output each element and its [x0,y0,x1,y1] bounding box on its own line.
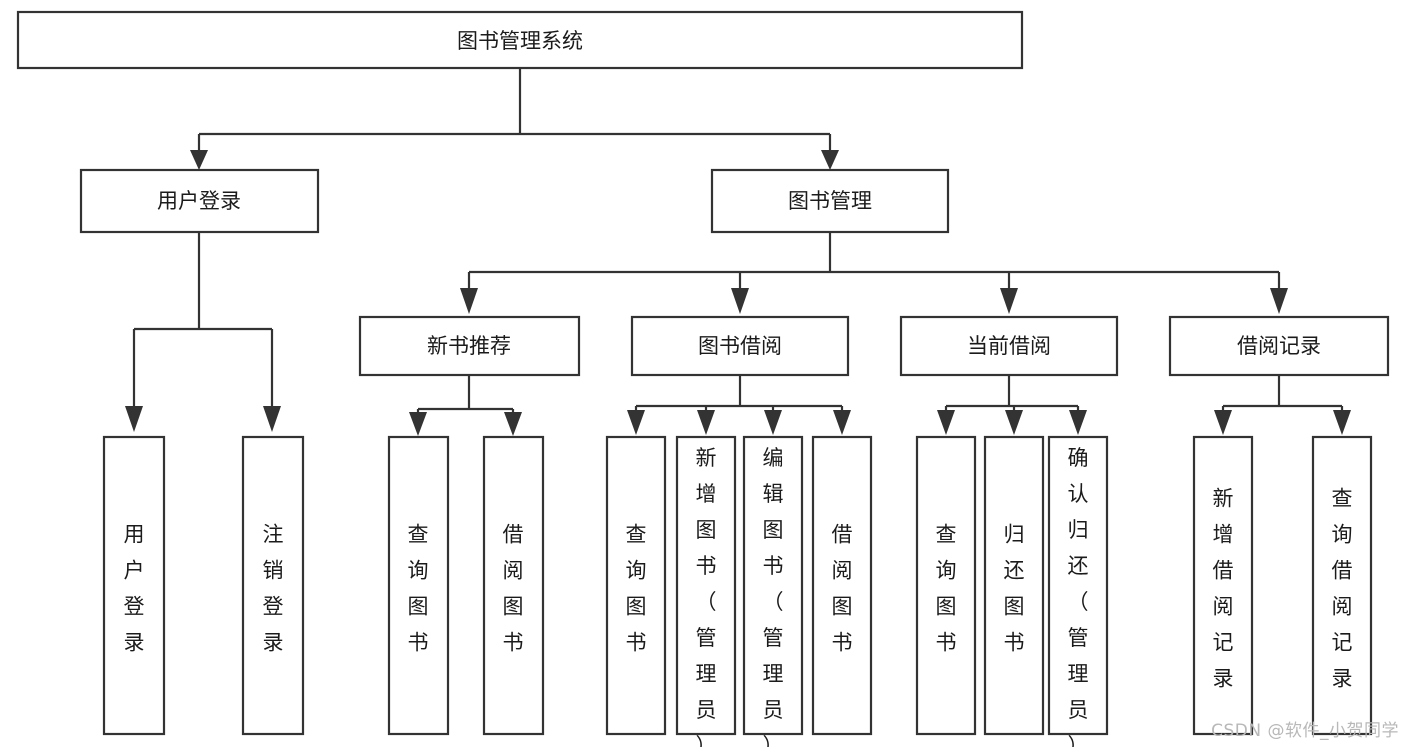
leaf-book-borrow-3-box[interactable] [742,435,804,736]
node-book-borrow[interactable]: 图书借阅 [630,315,850,377]
arrow-head-new-book-recommend [460,288,478,314]
leaf-book-borrow-4-label: 借阅图书 [832,523,853,655]
leaf-recommend-2-label: 借阅图书 [503,523,524,655]
node-book-manage-label: 图书管理 [788,189,872,213]
leaf-user-login-2-label: 注销登录 [263,523,284,655]
arrow-head-borrow-leaf-4 [833,410,851,435]
leaf-borrow-record-2-label: 查询借阅记录 [1332,487,1353,691]
leaf-borrow-record-1[interactable]: 新增借阅记录 [1192,435,1254,736]
connector-layer [125,68,1351,436]
arrow-head-current-borrow [1000,288,1018,314]
leaf-book-borrow-2[interactable]: 新增图书（管理员） [675,435,737,747]
leaf-current-borrow-2[interactable]: 归还图书 [983,435,1045,736]
leaf-user-login-1-label: 用户登录 [124,523,145,655]
arrow-head-current-leaf-3 [1069,410,1087,435]
leaf-current-borrow-1-label: 查询图书 [936,523,957,655]
leaf-current-borrow-1[interactable]: 查询图书 [915,435,977,736]
arrow-head-leaf-logout [263,406,281,432]
leaf-recommend-1-label: 查询图书 [408,523,429,655]
leaf-book-borrow-1-box[interactable] [605,435,667,736]
arrow-head-book-manage [821,150,839,170]
arrow-head-current-leaf-2 [1005,410,1023,435]
leaf-book-borrow-2-box[interactable] [675,435,737,736]
node-user-login-box[interactable] [79,168,320,234]
arrow-head-record-leaf-1 [1214,410,1232,435]
leaf-book-borrow-1[interactable]: 查询图书 [605,435,667,736]
leaf-book-borrow-3-label: 编辑图书（管理员） [763,446,784,747]
leaf-current-borrow-2-box[interactable] [983,435,1045,736]
watermark-text: CSDN @软件_小贺同学 [1211,721,1399,741]
arrow-head-record-leaf-2 [1333,410,1351,435]
leaf-current-borrow-3-box[interactable] [1047,435,1109,736]
leaf-book-borrow-4[interactable]: 借阅图书 [811,435,873,736]
node-user-login-label: 用户登录 [157,189,241,213]
node-book-borrow-label: 图书借阅 [698,334,782,358]
leaf-recommend-1-box[interactable] [387,435,450,736]
node-borrow-record[interactable]: 借阅记录 [1168,315,1390,377]
node-user-login[interactable]: 用户登录 [79,168,320,234]
node-current-borrow-label: 当前借阅 [967,334,1051,358]
node-root-box[interactable] [16,10,1024,70]
leaf-borrow-record-2-box[interactable] [1311,435,1373,736]
arrow-head-recommend-leaf-2 [504,412,522,436]
leaf-book-borrow-2-label: 新增图书（管理员） [696,446,717,747]
leaf-borrow-record-1-box[interactable] [1192,435,1254,736]
leaf-current-borrow-3-label: 确认归还（管理员） [1068,446,1089,747]
node-current-borrow-box[interactable] [899,315,1119,377]
node-current-borrow[interactable]: 当前借阅 [899,315,1119,377]
node-new-book-recommend-box[interactable] [358,315,581,377]
leaf-user-login-2[interactable]: 注销登录 [241,435,305,736]
node-borrow-record-box[interactable] [1168,315,1390,377]
leaf-borrow-record-2[interactable]: 查询借阅记录 [1311,435,1373,736]
arrow-head-book-borrow [731,288,749,314]
arrow-head-current-leaf-1 [937,410,955,435]
leaf-user-login-1-box[interactable] [102,435,166,736]
node-book-borrow-box[interactable] [630,315,850,377]
arrow-head-user-login [190,150,208,170]
node-book-manage[interactable]: 图书管理 [710,168,950,234]
leaf-recommend-2-box[interactable] [482,435,545,736]
arrow-head-recommend-leaf-1 [409,412,427,436]
arrow-head-borrow-leaf-2 [697,410,715,435]
node-book-manage-box[interactable] [710,168,950,234]
arrow-head-leaf-user-login [125,406,143,432]
leaf-current-borrow-1-box[interactable] [915,435,977,736]
node-borrow-record-label: 借阅记录 [1237,334,1321,358]
arrow-head-borrow-leaf-1 [627,410,645,435]
arrow-head-borrow-record [1270,288,1288,314]
node-new-book-recommend-label: 新书推荐 [427,334,511,358]
leaf-current-borrow-2-label: 归还图书 [1004,523,1025,655]
leaf-borrow-record-1-label: 新增借阅记录 [1213,487,1234,691]
arrow-head-borrow-leaf-3 [764,410,782,435]
leaf-user-login-1[interactable]: 用户登录 [102,435,166,736]
node-root-label: 图书管理系统 [457,29,583,53]
node-new-book-recommend[interactable]: 新书推荐 [358,315,581,377]
leaf-user-login-2-box[interactable] [241,435,305,736]
leaf-recommend-1[interactable]: 查询图书 [387,435,450,736]
leaf-book-borrow-3[interactable]: 编辑图书（管理员） [742,435,804,747]
leaf-book-borrow-4-box[interactable] [811,435,873,736]
leaf-recommend-2[interactable]: 借阅图书 [482,435,545,736]
leaf-book-borrow-1-label: 查询图书 [626,523,647,655]
node-root[interactable]: 图书管理系统 [16,10,1024,70]
leaf-current-borrow-3[interactable]: 确认归还（管理员） [1047,435,1109,747]
